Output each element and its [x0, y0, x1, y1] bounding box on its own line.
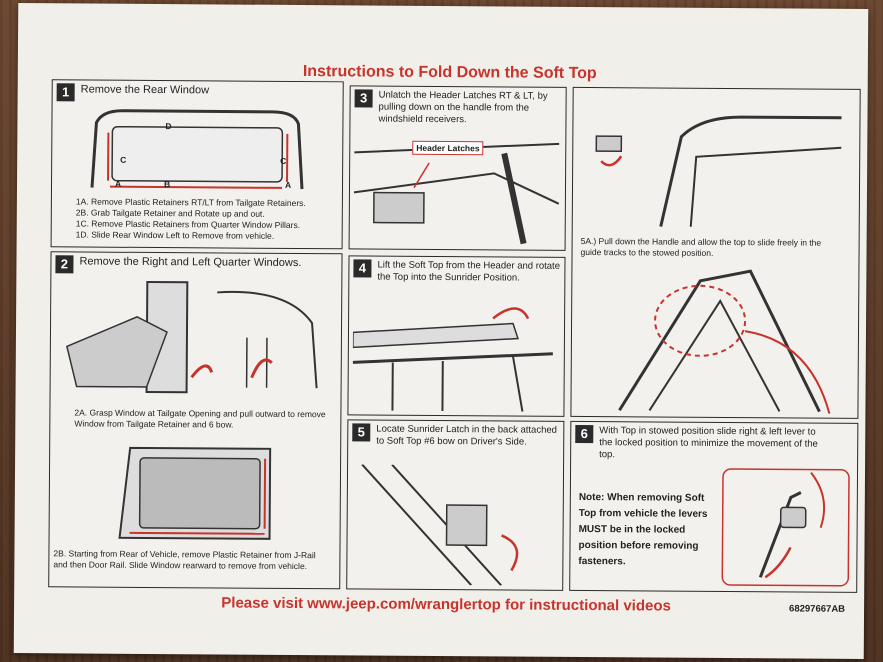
step-4-title: Lift the Soft Top from the Header and ro…: [377, 260, 561, 285]
step-1-title: Remove the Rear Window: [81, 83, 209, 96]
header-latches-callout: Header Latches: [412, 141, 483, 155]
step-5-number: 5: [352, 423, 370, 441]
instruction-sheet: Instructions to Fold Down the Soft Top 1…: [14, 3, 869, 659]
step-3-panel: 3 Unlatch the Header Latches RT & LT, by…: [349, 85, 567, 251]
step-1-number: 1: [57, 83, 75, 101]
label-a-left: A: [115, 179, 121, 190]
step-6-number: 6: [575, 425, 593, 443]
step-2-title: Remove the Right and Left Quarter Window…: [79, 255, 301, 269]
step-2b-text: 2B. Starting from Rear of Vehicle, remov…: [53, 548, 323, 572]
locking-lever-illustration: [720, 467, 851, 588]
label-c-right: C: [280, 156, 286, 167]
step-4-panel: 4 Lift the Soft Top from the Header and …: [347, 255, 565, 417]
quarter-window-illustration: [57, 276, 338, 398]
stowed-top-illustration: [581, 96, 852, 238]
step-3-number: 3: [355, 89, 373, 107]
step-1d-text: 1D. Slide Rear Window Left to Remove fro…: [76, 229, 274, 241]
step-5-panel: 5 Locate Sunrider Latch in the back atta…: [346, 419, 564, 591]
step-5-title: Locate Sunrider Latch in the back attach…: [376, 424, 560, 449]
label-a-right: A: [285, 180, 291, 191]
label-d: D: [165, 121, 171, 132]
label-b: B: [164, 179, 170, 190]
step-6-note: Note: When removing Soft Top from vehicl…: [578, 490, 717, 571]
step-5a-panel: 5A.) Pull down the Handle and allow the …: [570, 87, 860, 419]
step-1-panel: 1 Remove the Rear Window D C C A A B 1A.…: [51, 79, 344, 249]
step-6-title: With Top in stowed position slide right …: [599, 425, 829, 463]
sunrider-latch-illustration: [351, 464, 557, 585]
sunrider-rotate-illustration: [352, 292, 558, 411]
quarter-window-panel-illustration: [110, 443, 281, 544]
footer-link-text: Please visit www.jeep.com/wranglertop fo…: [14, 593, 878, 616]
label-c-left: C: [120, 155, 126, 166]
step-2-panel: 2 Remove the Right and Left Quarter Wind…: [48, 251, 342, 589]
step-2a-text: 2A. Grasp Window at Tailgate Opening and…: [74, 407, 334, 431]
guide-track-illustration: [579, 260, 850, 414]
step-6-panel: 6 With Top in stowed position slide righ…: [569, 421, 858, 593]
part-number: 68297667AB: [789, 603, 845, 614]
step-4-number: 4: [353, 259, 371, 277]
step-3-title: Unlatch the Header Latches RT & LT, by p…: [378, 90, 558, 127]
step-5a-text: 5A.) Pull down the Handle and allow the …: [581, 236, 841, 260]
step-2-number: 2: [55, 255, 73, 273]
